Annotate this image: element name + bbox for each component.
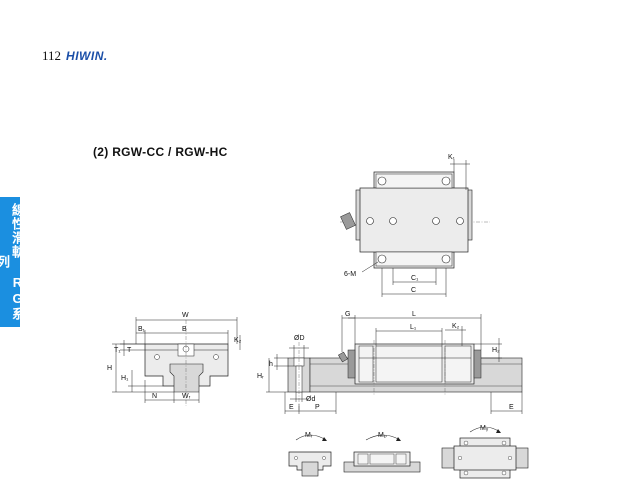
label-t1: T₁	[114, 347, 121, 354]
label-od-big: ØD	[294, 335, 305, 342]
label-h1: H₁	[121, 375, 129, 382]
label-l: L	[412, 311, 416, 318]
top-view: K₁ 6-M C₁ C	[340, 154, 490, 297]
label-od-small: Ød	[306, 396, 315, 403]
label-b1: B₁	[138, 326, 146, 333]
label-mp: Mₚ	[378, 432, 387, 439]
label-my: Mᵧ	[480, 425, 489, 432]
label-hr: Hᵣ	[257, 373, 264, 380]
label-n: N	[152, 393, 157, 400]
label-c1: C₁	[411, 275, 419, 282]
side-view: G L L₁ K₂ H₂ E	[309, 311, 523, 414]
label-h: H	[107, 365, 112, 372]
label-t: T	[127, 347, 132, 354]
label-e-side: E	[509, 404, 514, 411]
page-number: 112	[42, 48, 62, 63]
label-mr: Mᵣ	[305, 432, 313, 439]
label-k2-side: K₂	[452, 323, 460, 330]
label-c: C	[411, 287, 416, 294]
label-mount-holes: 6-M	[344, 271, 356, 278]
moment-my-diagram: Mᵧ	[441, 425, 529, 479]
label-l1: L₁	[410, 324, 417, 331]
section-title: (2) RGW-CC / RGW-HC	[93, 145, 228, 159]
label-b: B	[182, 326, 187, 333]
label-h2: H₂	[492, 347, 500, 354]
label-e-rail: E	[289, 404, 294, 411]
rail-section: ØD h Hᵣ Ød E P	[257, 335, 337, 414]
label-g: G	[345, 311, 350, 318]
moment-mr-diagram: Mᵣ	[288, 432, 332, 477]
label-k1: K₁	[448, 154, 456, 161]
brand-logo: HIWIN.	[66, 49, 108, 63]
label-h-small: h	[269, 361, 273, 368]
label-w: W	[182, 312, 189, 319]
label-wr: Wᵣ	[182, 393, 191, 400]
moment-mp-diagram: Mₚ	[343, 432, 421, 473]
label-k2-front: K₂	[234, 337, 242, 344]
page-header: 112 HIWIN.	[42, 48, 108, 64]
label-p: P	[315, 404, 320, 411]
front-view: W B₁ B T₁ T K₂ H H₁ N Wᵣ	[107, 312, 242, 406]
